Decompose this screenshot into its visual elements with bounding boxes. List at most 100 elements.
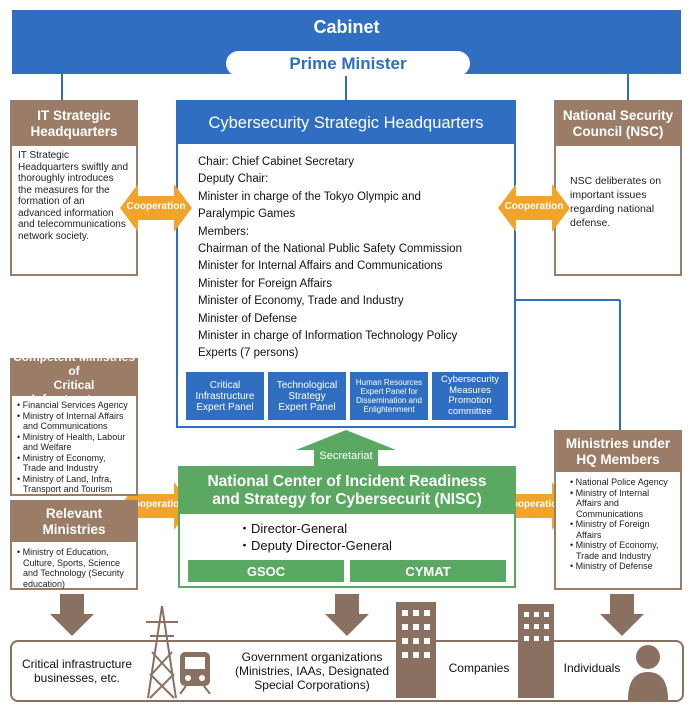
list-item: • Ministry of Land, Infra, Transport and… [17, 473, 113, 495]
government-organizations-label: Government organizations (Ministries, IA… [222, 645, 402, 697]
panel-line: committee [448, 405, 492, 417]
gov-line3: Special Corporations) [254, 678, 370, 692]
relevant-title-line1: Relevant [45, 506, 103, 521]
panel-line: Critical [209, 379, 241, 391]
it-hq-title-line1: IT Strategic [37, 108, 111, 123]
hq-members-list: • National Police Agency • Ministry of I… [556, 472, 680, 572]
panel-line: Measures [449, 384, 491, 396]
hq-members-title-line2: HQ Members [576, 452, 660, 467]
nisc-title: National Center of Incident Readiness an… [180, 468, 514, 514]
panel-line: Expert Panel [196, 401, 254, 413]
individuals-label: Individuals [563, 661, 621, 675]
cybersecurity-hq-members: Chair: Chief Cabinet Secretary Deputy Ch… [178, 144, 514, 363]
competent-ministries-box: Competent Ministries of Critical Infrast… [10, 350, 138, 499]
prime-minister-label: Prime Minister [226, 51, 470, 76]
panel-line: Expert Panel for [360, 387, 418, 396]
cshq-line: Chair: Chief Cabinet Secretary [198, 156, 354, 168]
cymat-unit: CYMAT [350, 560, 506, 582]
cshq-line: Deputy Chair: [198, 173, 269, 186]
nsc-title-line1: National Security [562, 108, 674, 123]
list-item: • Ministry of Education, Culture, Sports… [17, 547, 124, 589]
cybersecurity-hq-title: Cybersecurity Strategic Headquarters [178, 102, 514, 144]
relevant-ministries-box: Relevant Ministries • Ministry of Educat… [10, 500, 138, 590]
office-building-icon [396, 602, 436, 698]
relevant-ministries-title: Relevant Ministries [12, 502, 136, 542]
competent-ministries-list: • Financial Services Agency • Ministry o… [12, 396, 136, 499]
nisc-title-line1: National Center of Incident Readiness [207, 473, 487, 490]
cooperation-arrow-right-bottom: Cooperation [498, 482, 570, 530]
train-icon [179, 652, 211, 694]
panel-line: Human Resources [355, 378, 423, 387]
relevant-title-line2: Ministries [42, 522, 106, 537]
list-item: • Ministry of Internal Affairs and Commu… [17, 410, 124, 432]
nsc-title-line2: Council (NSC) [572, 124, 664, 139]
down-arrow-center [325, 594, 369, 636]
secretariat-label: Secretariat [319, 450, 373, 462]
nisc-role: ・Director-General [238, 521, 348, 536]
it-strategic-hq-box: IT Strategic Headquarters IT Strategic H… [10, 100, 138, 276]
relevant-ministries-list: • Ministry of Education, Culture, Sports… [12, 542, 136, 594]
hq-members-title-line1: Ministries under [565, 436, 671, 451]
cooperation-label: Cooperation [126, 201, 186, 212]
gov-line2: (Ministries, IAAs, Designated [234, 664, 390, 678]
cshq-line: Members: [198, 225, 250, 238]
competent-ministries-title: Competent Ministries of Critical Infrast… [12, 350, 136, 406]
panel-line: Infrastructure [195, 390, 255, 402]
cshq-line: Minister of Defense [198, 312, 298, 325]
hq-members-ministries-box: Ministries under HQ Members • National P… [554, 430, 682, 590]
nisc-role: ・Deputy Director-General [238, 538, 392, 553]
panel-line: Enlightenment [363, 405, 415, 414]
beneficiaries-bar [10, 640, 684, 702]
hq-members-title: Ministries under HQ Members [556, 432, 680, 472]
cooperation-label: Cooperation [126, 499, 186, 510]
cshq-line: Paralympic Games [198, 208, 296, 221]
panel-line: Dissemination and [356, 396, 422, 405]
list-item: • Ministry of Health, Labour and Welfare [17, 431, 126, 453]
secretariat-arrow [296, 430, 396, 466]
nsc-description: NSC deliberates on important issues rega… [570, 175, 662, 229]
critical-infrastructure-label: Critical infrastructure businesses, etc. [21, 657, 133, 685]
cooperation-arrow-right-top: Cooperation [498, 184, 570, 232]
panel-line: Promotion [448, 395, 492, 406]
list-item: • Financial Services Agency [17, 400, 128, 410]
tower-building-icon [518, 604, 554, 698]
nisc-roles: ・Director-General ・Deputy Director-Gener… [180, 514, 514, 554]
it-hq-description: IT Strategic Headquarters swiftly and th… [18, 150, 129, 242]
list-item: • Ministry of Defense [570, 561, 653, 571]
it-hq-title-line2: Headquarters [30, 124, 118, 139]
nsc-title: National Security Council (NSC) [556, 102, 680, 146]
nisc-title-line2: and Strategy for Cybersecurit (NISC) [212, 491, 482, 508]
power-tower-icon [146, 605, 178, 699]
panel-line: Strategy [288, 390, 326, 402]
companies-label: Companies [442, 658, 516, 678]
list-item: • Ministry of Economy, Trade and Industr… [570, 540, 659, 561]
cooperation-label: Cooperation [504, 201, 564, 212]
cooperation-arrow-left-top: Cooperation [120, 184, 192, 232]
cshq-line: Minister in charge of the Tokyo Olympic … [198, 190, 421, 203]
nsc-box: National Security Council (NSC) NSC deli… [554, 100, 682, 276]
down-arrow-right [600, 594, 644, 636]
competent-title-line2: Critical Infrastructures [31, 378, 117, 406]
cshq-line: Minister of Economy, Trade and Industry [198, 295, 404, 308]
down-arrow-left [50, 594, 94, 636]
list-item: • Ministry of Internal Affairs and Commu… [570, 487, 650, 519]
cabinet-box: Cabinet Prime Minister [12, 10, 681, 76]
competent-title-line1: Competent Ministries of [12, 350, 135, 378]
it-hq-title: IT Strategic Headquarters [12, 102, 136, 146]
panel-line: Cybersecurity [440, 374, 500, 385]
nisc-box: National Center of Incident Readiness an… [178, 466, 516, 588]
cabinet-title: Cabinet [313, 16, 380, 37]
cshq-line: Minister for Foreign Affairs [198, 277, 333, 290]
cooperation-label: Cooperation [504, 499, 564, 510]
list-item: • Ministry of Economy, Trade and Industr… [17, 452, 106, 474]
gov-line1: Government organizations [241, 650, 383, 664]
list-item: • National Police Agency [570, 477, 668, 487]
gsoc-unit: GSOC [188, 560, 344, 582]
cshq-line: Minister for Internal Affairs and Commun… [198, 260, 443, 273]
cshq-line: Chairman of the National Public Safety C… [198, 243, 462, 256]
panel-technological-strategy: Technological Strategy Expert Panel [268, 372, 346, 420]
panel-human-resources: Human Resources Expert Panel for Dissemi… [350, 372, 428, 420]
cshq-line: Minister in charge of Information Techno… [198, 330, 458, 343]
cshq-line: Experts (7 persons) [198, 347, 299, 360]
cooperation-arrow-left-bottom: Cooperation [120, 482, 192, 530]
